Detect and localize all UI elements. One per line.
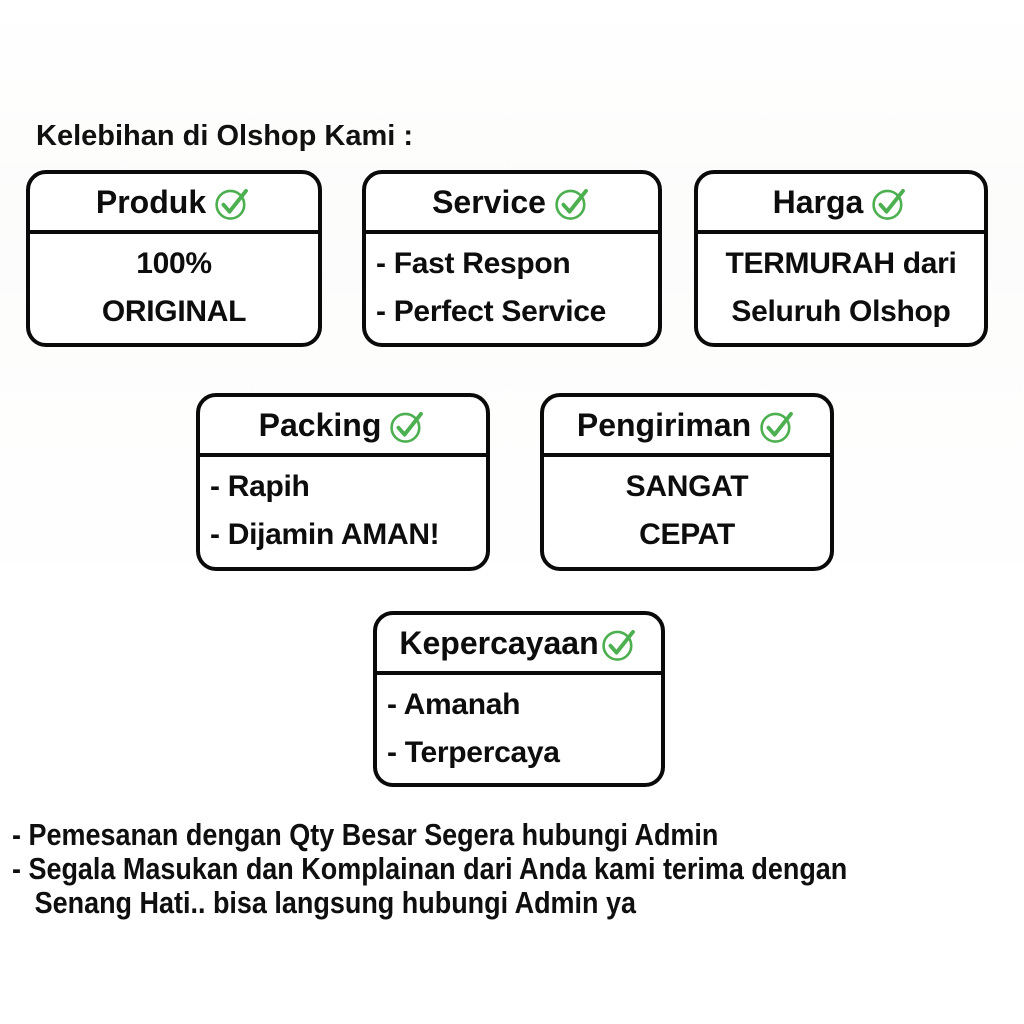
- feature-box-body: SANGAT CEPAT: [544, 457, 830, 559]
- feature-box-body: - Rapih - Dijamin AMAN!: [200, 457, 486, 559]
- feature-box-body: - Amanah - Terpercaya: [377, 675, 661, 777]
- footer-line: - Segala Masukan dan Komplainan dari And…: [12, 851, 848, 886]
- feature-box-title: Pengiriman: [576, 406, 752, 443]
- feature-box-kepercayaan: Kepercayaan - Amanah - Terpercaya: [373, 611, 665, 787]
- feature-box-header: Service: [366, 174, 658, 234]
- feature-box-header: Pengiriman: [544, 397, 830, 457]
- feature-box-packing: Packing - Rapih - Dijamin AMAN!: [196, 393, 490, 571]
- feature-line: - Terpercaya: [387, 736, 560, 769]
- feature-box-title: Packing: [258, 406, 382, 443]
- feature-box-body: 100% ORIGINAL: [30, 234, 318, 336]
- feature-box-header: Produk: [30, 174, 318, 234]
- page-title: Kelebihan di Olshop Kami :: [36, 120, 414, 152]
- feature-line: ORIGINAL: [101, 295, 247, 328]
- check-circle-icon: [871, 184, 909, 222]
- check-circle-icon: [389, 407, 427, 445]
- feature-box-service: Service - Fast Respon - Perfect Service: [362, 170, 662, 347]
- feature-line: Seluruh Olshop: [731, 295, 951, 328]
- feature-line: - Amanah: [387, 688, 521, 721]
- feature-line: TERMURAH dari: [725, 247, 957, 280]
- feature-box-harga: Harga TERMURAH dari Seluruh Olshop: [694, 170, 988, 347]
- feature-line: 100%: [136, 247, 212, 280]
- feature-line: CEPAT: [639, 518, 735, 551]
- feature-box-body: TERMURAH dari Seluruh Olshop: [698, 234, 984, 336]
- feature-box-produk: Produk 100% ORIGINAL: [26, 170, 322, 347]
- feature-box-pengiriman: Pengiriman SANGAT CEPAT: [540, 393, 834, 571]
- footer-notes: - Pemesanan dengan Qty Besar Segera hubu…: [12, 818, 1012, 920]
- feature-line: - Fast Respon: [376, 247, 571, 280]
- footer-line: Senang Hati.. bisa langsung hubungi Admi…: [34, 885, 636, 920]
- check-circle-icon: [601, 625, 639, 663]
- feature-box-header: Packing: [200, 397, 486, 457]
- feature-line: - Rapih: [210, 470, 310, 503]
- feature-box-title: Service: [432, 183, 546, 220]
- feature-line: - Dijamin AMAN!: [210, 518, 440, 551]
- feature-box-title: Produk: [95, 183, 207, 220]
- feature-box-header: Harga: [698, 174, 984, 234]
- check-circle-icon: [554, 184, 592, 222]
- check-circle-icon: [214, 184, 252, 222]
- check-circle-icon: [759, 407, 797, 445]
- footer-line: - Pemesanan dengan Qty Besar Segera hubu…: [12, 817, 719, 852]
- feature-line: SANGAT: [625, 470, 749, 503]
- feature-box-header: Kepercayaan: [377, 615, 661, 675]
- feature-box-body: - Fast Respon - Perfect Service: [366, 234, 658, 336]
- feature-line: - Perfect Service: [376, 295, 607, 328]
- feature-box-title: Harga: [772, 183, 864, 220]
- feature-box-title: Kepercayaan: [399, 624, 599, 661]
